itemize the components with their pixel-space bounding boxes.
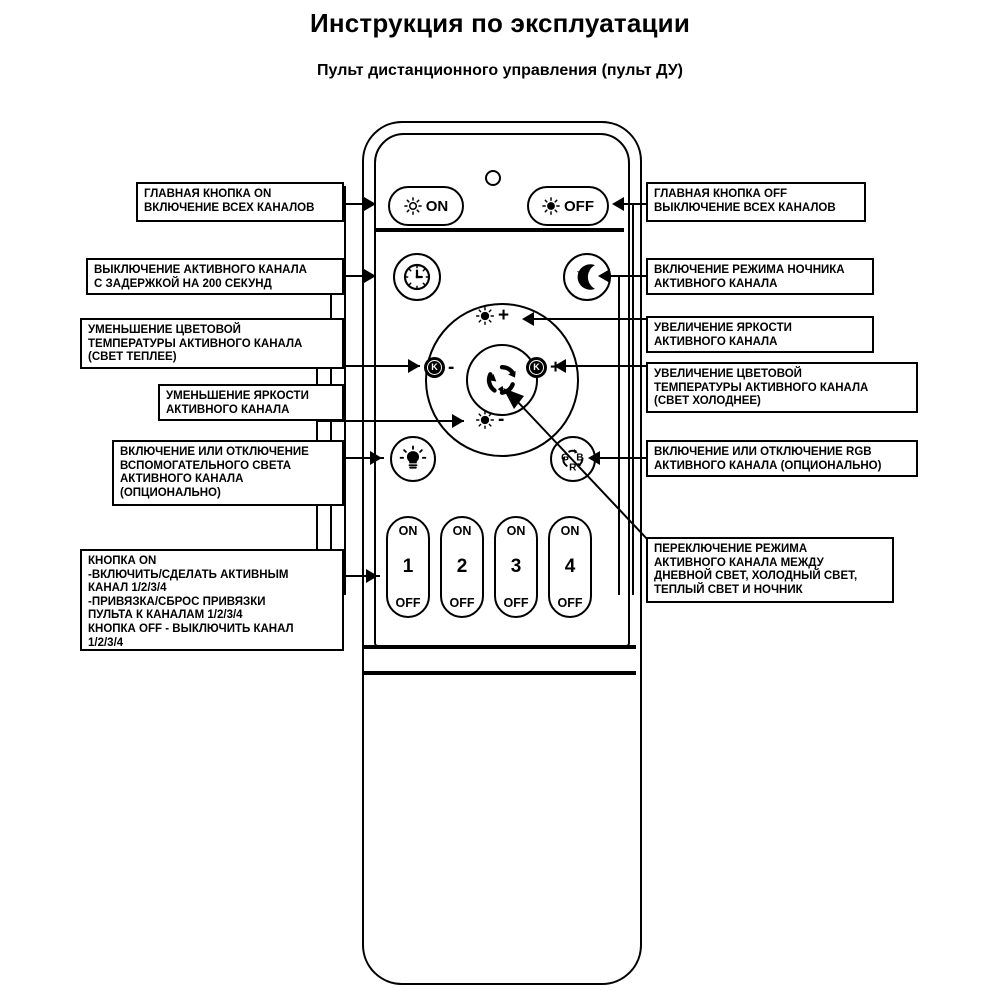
callout-brightness-down: УМЕНЬШЕНИЕ ЯРКОСТИ АКТИВНОГО КАНАЛА xyxy=(158,384,344,421)
leader-arrow-night xyxy=(598,269,610,283)
channel-on-label[interactable]: ON xyxy=(560,524,580,538)
kelvin-icon: K xyxy=(526,357,547,378)
rgb-icon: G B R xyxy=(561,448,584,474)
channel-off-label[interactable]: OFF xyxy=(395,596,421,610)
color-temp-down-button[interactable]: K - xyxy=(424,357,454,378)
callout-rgb: ВКЛЮЧЕНИЕ ИЛИ ОТКЛЮЧЕНИЕ RGB АКТИВНОГО К… xyxy=(646,440,918,477)
leader-brightness-up xyxy=(534,318,648,320)
callout-temp-up: УВЕЛИЧЕНИЕ ЦВЕТОВОЙ ТЕМПЕРАТУРЫ АКТИВНОГ… xyxy=(646,362,918,413)
leader-arrow-aux-light xyxy=(370,451,382,465)
leader-rail-right-2 xyxy=(618,275,620,595)
callout-main-off: ГЛАВНАЯ КНОПКА OFF ВЫКЛЮЧЕНИЕ ВСЕХ КАНАЛ… xyxy=(646,182,866,222)
leader-rail-right-1 xyxy=(632,203,634,595)
leader-brightness-down xyxy=(316,420,464,422)
timer-button[interactable] xyxy=(393,253,441,301)
main-off-button[interactable]: OFF xyxy=(527,186,609,226)
leader-arrow-brightness-up xyxy=(522,312,534,326)
channel-off-label[interactable]: OFF xyxy=(449,596,475,610)
channel-off-label[interactable]: OFF xyxy=(503,596,529,610)
channel-button-group: ON 1 OFF ON 2 OFF ON 3 OFF ON 4 OFF xyxy=(374,512,626,624)
sun-icon xyxy=(475,306,495,326)
callout-timer: ВЫКЛЮЧЕНИЕ АКТИВНОГО КАНАЛА С ЗАДЕРЖКОЙ … xyxy=(86,258,344,295)
color-temp-down-sign: - xyxy=(448,356,455,378)
page-title: Инструкция по эксплуатации xyxy=(309,8,691,38)
channel-number: 2 xyxy=(456,556,468,577)
brightness-up-sign: + xyxy=(498,305,510,326)
leader-channels xyxy=(330,575,380,577)
sun-outline-icon xyxy=(403,197,422,215)
mode-cycle-button[interactable] xyxy=(466,344,538,416)
leader-main-on xyxy=(344,203,376,205)
channel-button-4[interactable]: ON 4 OFF xyxy=(548,516,592,618)
callout-aux-light: ВКЛЮЧЕНИЕ ИЛИ ОТКЛЮЧЕНИЕ ВСПОМОГАТЕЛЬНОГ… xyxy=(112,440,344,506)
brightness-up-button[interactable]: + xyxy=(475,306,509,326)
leader-main-off xyxy=(624,203,648,205)
leader-arrow-rgb xyxy=(588,451,600,465)
channel-number: 4 xyxy=(564,556,576,577)
channel-on-label[interactable]: ON xyxy=(452,524,472,538)
callout-main-on: ГЛАВНАЯ КНОПКА ON ВКЛЮЧЕНИЕ ВСЕХ КАНАЛОВ xyxy=(136,182,344,222)
aux-light-button[interactable] xyxy=(390,436,436,482)
bulb-icon xyxy=(399,445,427,469)
leader-arrow-brightness-down xyxy=(452,414,464,428)
leader-night xyxy=(610,275,648,277)
main-on-label: ON xyxy=(425,197,449,215)
kelvin-icon: K xyxy=(424,357,445,378)
panel-divider-mid xyxy=(364,645,636,649)
channel-on-label[interactable]: ON xyxy=(398,524,418,538)
callout-channels: КНОПКА ON -ВКЛЮЧИТЬ/СДЕЛАТЬ АКТИВНЫМ КАН… xyxy=(80,549,344,651)
panel-divider-top xyxy=(376,228,624,232)
panel-divider-bottom xyxy=(364,671,636,675)
moon-star-icon xyxy=(576,264,595,290)
leader-temp-up xyxy=(566,365,648,367)
led-indicator xyxy=(485,170,501,186)
callout-mode-cycle: ПЕРЕКЛЮЧЕНИЕ РЕЖИМА АКТИВНОГО КАНАЛА МЕЖ… xyxy=(646,537,894,603)
leader-rgb xyxy=(600,457,648,459)
leader-arrow-temp-up xyxy=(554,359,566,373)
kelvin-letter: K xyxy=(529,360,544,375)
callout-brightness-up: УВЕЛИЧЕНИЕ ЯРКОСТИ АКТИВНОГО КАНАЛА xyxy=(646,316,874,353)
leader-temp-down xyxy=(316,365,420,367)
channel-off-label[interactable]: OFF xyxy=(557,596,583,610)
kelvin-letter: K xyxy=(427,360,442,375)
brightness-down-sign: - xyxy=(498,409,505,430)
channel-button-1[interactable]: ON 1 OFF xyxy=(386,516,430,618)
callout-temp-down: УМЕНЬШЕНИЕ ЦВЕТОВОЙ ТЕМПЕРАТУРЫ АКТИВНОГ… xyxy=(80,318,344,369)
callout-night: ВКЛЮЧЕНИЕ РЕЖИМА НОЧНИКА АКТИВНОГО КАНАЛ… xyxy=(646,258,874,295)
clock-icon xyxy=(403,263,431,291)
sun-icon xyxy=(475,410,495,430)
channel-number: 3 xyxy=(510,556,522,577)
channel-button-2[interactable]: ON 2 OFF xyxy=(440,516,484,618)
main-on-button[interactable]: ON xyxy=(388,186,464,226)
channel-on-label[interactable]: ON xyxy=(506,524,526,538)
sun-filled-icon xyxy=(542,197,560,215)
leader-aux-light xyxy=(344,457,384,459)
leader-arrow-timer xyxy=(364,269,376,283)
leader-arrow-main-off xyxy=(612,197,624,211)
page-subtitle: Пульт дистанционного управления (пульт Д… xyxy=(317,62,683,79)
leader-arrow-temp-down xyxy=(408,359,420,373)
main-off-label: OFF xyxy=(564,197,594,215)
brightness-down-button[interactable]: - xyxy=(475,410,504,430)
leader-arrow-main-on xyxy=(364,197,376,211)
leader-arrow-channels xyxy=(366,569,378,583)
channel-number: 1 xyxy=(402,556,414,577)
leader-rail-left-1 xyxy=(344,186,346,595)
leader-rail-left-2 xyxy=(330,275,332,595)
channel-button-3[interactable]: ON 3 OFF xyxy=(494,516,538,618)
cycle-arrows-icon xyxy=(486,365,516,395)
svg-text:R: R xyxy=(569,463,577,474)
leader-timer xyxy=(330,275,376,277)
